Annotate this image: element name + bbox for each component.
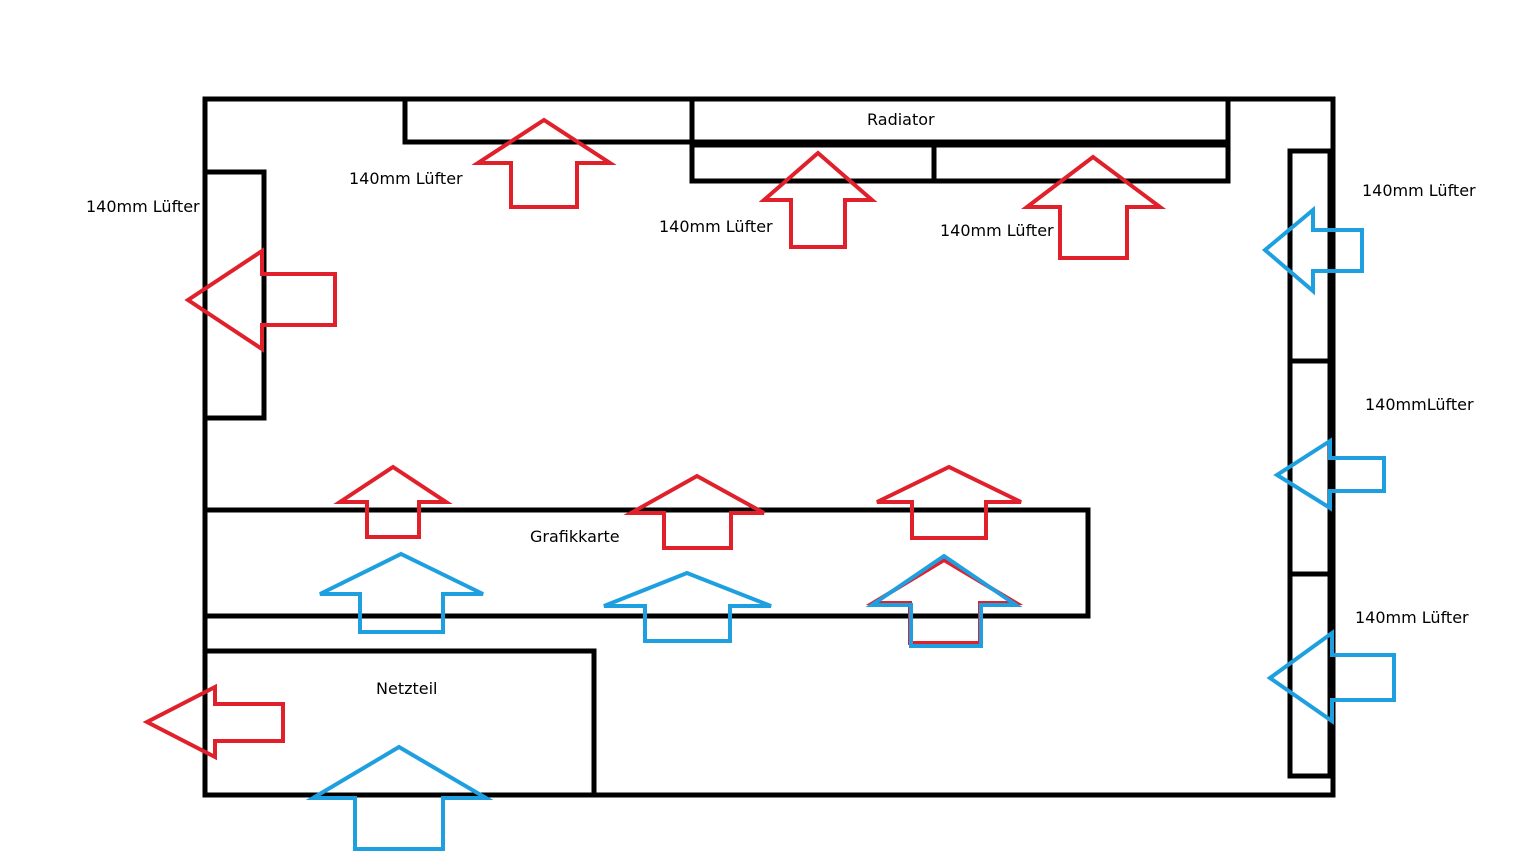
intake-arrow-gpu-3 <box>865 553 1023 648</box>
radiator-fan-slot-2 <box>931 142 1231 184</box>
exhaust-arrow-gpu-2 <box>623 473 765 550</box>
radiator-box <box>689 96 1231 145</box>
gpu-label: Grafikkarte <box>530 527 620 546</box>
top-fan-label-1: 140mm Lüfter <box>349 169 463 188</box>
intake-arrow-front-1 <box>1261 205 1364 296</box>
intake-arrow-psu <box>305 744 494 851</box>
intake-arrow-front-2 <box>1273 437 1386 512</box>
exhaust-arrow-gpu-1 <box>333 464 453 539</box>
top-fan-bar <box>402 96 695 145</box>
rear-fan-box <box>202 169 267 421</box>
front-fan-box-1 <box>1287 148 1333 364</box>
psu-box <box>202 648 597 798</box>
front-fan-label-2: 140mmLüfter <box>1365 395 1474 414</box>
radiator-fan-slot-1 <box>689 142 937 184</box>
psu-label: Netzteil <box>376 679 438 698</box>
top-fan-label-2: 140mm Lüfter <box>659 217 773 236</box>
exhaust-arrow-radiator-2 <box>1021 154 1167 260</box>
intake-arrow-gpu-1 <box>319 551 484 634</box>
radiator-label: Radiator <box>867 110 935 129</box>
front-fan-box-3 <box>1287 571 1333 779</box>
rear-fan-label: 140mm Lüfter <box>86 197 200 216</box>
top-fan-label-3: 140mm Lüfter <box>940 221 1054 240</box>
exhaust-arrow-psu <box>142 683 285 761</box>
intake-arrow-front-3 <box>1266 629 1396 725</box>
exhaust-arrow-rear <box>184 247 337 353</box>
front-fan-label-3: 140mm Lüfter <box>1355 608 1469 627</box>
exhaust-arrow-radiator-1 <box>758 150 878 249</box>
exhaust-arrow-top-fan <box>471 117 617 209</box>
intake-arrow-gpu-2 <box>603 570 772 643</box>
front-fan-box-2 <box>1287 358 1333 577</box>
exhaust-arrow-gpu-3 <box>876 464 1022 540</box>
exhaust-arrow-gpu-remnant <box>865 557 1024 645</box>
front-fan-label-1: 140mm Lüfter <box>1362 181 1476 200</box>
case-outline <box>202 96 1336 798</box>
